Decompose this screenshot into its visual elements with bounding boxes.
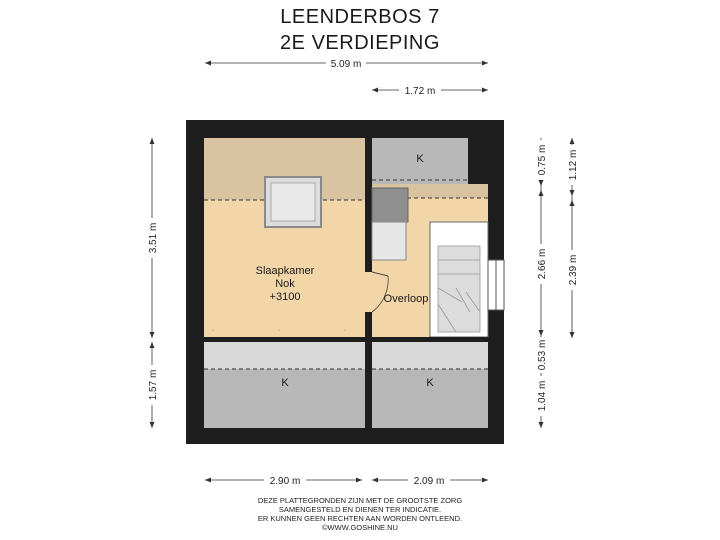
- arrow-icon: [372, 87, 378, 93]
- dim-label-right-a-top: 0.75 m: [537, 145, 548, 176]
- arrow-icon: [482, 477, 488, 483]
- room-label-storage-top: K: [416, 153, 424, 165]
- appliance: [371, 187, 409, 223]
- arrow-icon: [538, 180, 544, 186]
- arrow-icon: [205, 477, 211, 483]
- door-opening[interactable]: [365, 272, 372, 312]
- dim-label-right-a-low: 0.53 m: [537, 340, 548, 371]
- arrow-icon: [538, 422, 544, 428]
- room-label-storage-bottom-left: K: [281, 377, 289, 389]
- arrow-icon: [569, 332, 575, 338]
- plan-title: LEENDERBOS 7: [280, 6, 440, 28]
- room-label-nok: Nok: [275, 278, 295, 290]
- arrow-icon: [205, 60, 211, 66]
- cabinet: [371, 221, 407, 261]
- dim-label-right-a-mid: 2.66 m: [537, 249, 548, 280]
- interior-wall-vertical: [365, 138, 372, 338]
- floor-title: 2E VERDIEPING: [280, 32, 440, 54]
- arrow-icon: [149, 332, 155, 338]
- room-label-storage-bottom-right: K: [426, 377, 434, 389]
- arrow-icon: [372, 477, 378, 483]
- arrow-icon: [482, 87, 488, 93]
- disclaimer-website[interactable]: ©WWW.GOSHINE.NU: [322, 523, 398, 532]
- dim-label-right-b-mid: 2.39 m: [568, 255, 579, 286]
- storage-top: [372, 138, 468, 184]
- arrow-icon: [149, 138, 155, 144]
- dim-label-top-partial: 1.72 m: [405, 86, 436, 97]
- interior-wall-horizontal: [204, 337, 488, 342]
- arrow-icon: [569, 200, 575, 206]
- arrow-icon: [356, 477, 362, 483]
- dim-label-right-b-top: 1.12 m: [568, 150, 579, 181]
- arrow-icon: [149, 422, 155, 428]
- room-label-height: +3100: [270, 291, 301, 303]
- arrow-icon: [482, 60, 488, 66]
- dim-label-top-overall: 5.09 m: [331, 59, 362, 70]
- disclaimer-line-3: ER KUNNEN GEEN RECHTEN AAN WORDEN ONTLEE…: [257, 514, 463, 523]
- dim-label-bottom-right: 2.09 m: [414, 476, 445, 487]
- dim-label-right-a-bottom: 1.04 m: [537, 381, 548, 412]
- disclaimer-line-2: SAMENGESTELD EN DIENEN TER INDICATIE.: [278, 505, 442, 514]
- arrow-icon: [538, 330, 544, 336]
- arrow-icon: [538, 190, 544, 196]
- arrow-icon: [569, 138, 575, 144]
- disclaimer-line-1: DEZE PLATTEGRONDEN ZIJN MET DE GROOTSTE …: [257, 496, 463, 505]
- arrow-icon: [569, 190, 575, 196]
- dim-label-left-upper: 3.51 m: [148, 223, 159, 254]
- room-label-overloop: Overloop: [384, 293, 429, 305]
- dim-label-left-lower: 1.57 m: [148, 370, 159, 401]
- arrow-icon: [149, 342, 155, 348]
- room-label-slaapkamer: Slaapkamer: [256, 265, 315, 277]
- dim-label-bottom-left: 2.90 m: [270, 476, 301, 487]
